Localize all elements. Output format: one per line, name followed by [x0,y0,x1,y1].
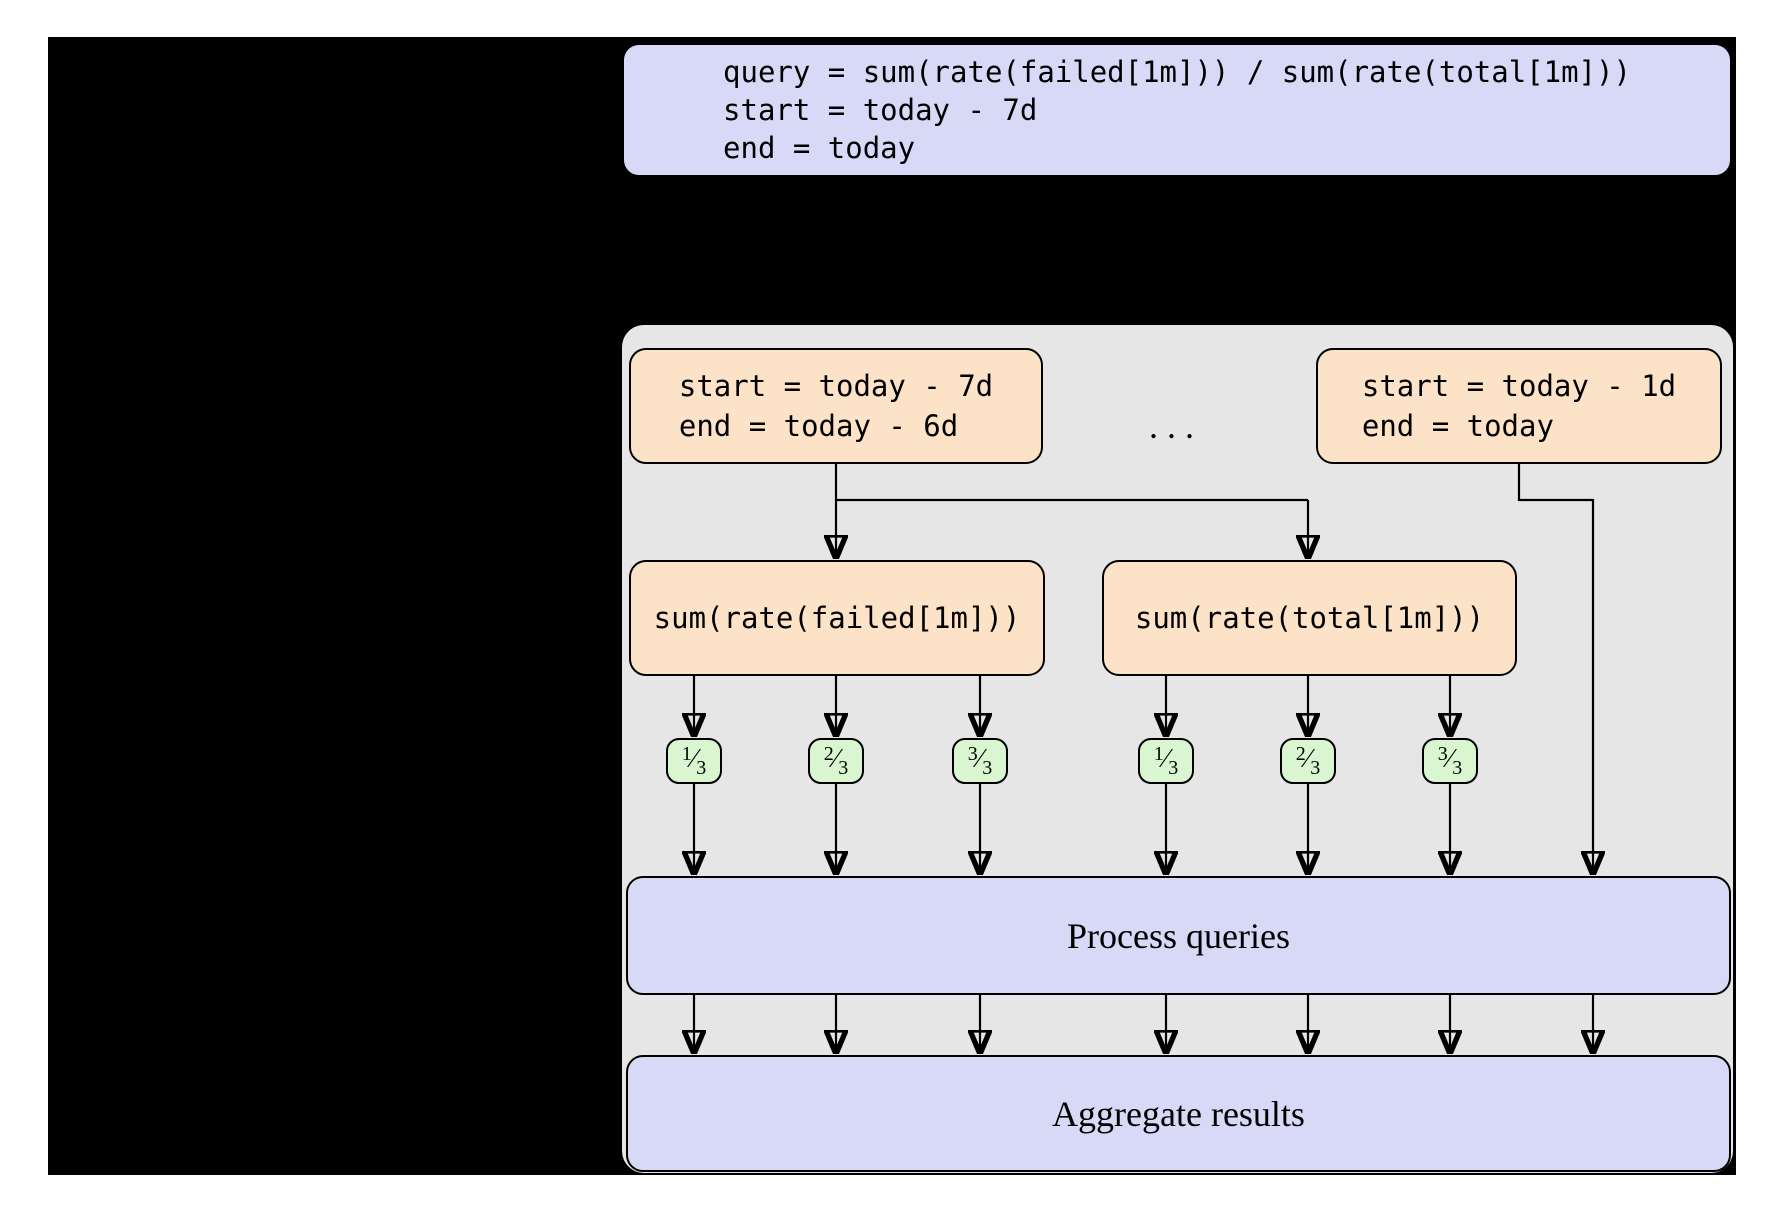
shard-fraction: 3⁄3 [1437,743,1463,779]
split-range-first-box: start = today - 7d end = today - 6d [629,348,1043,464]
splits-ellipsis: ... [1149,406,1203,446]
split-range-first-code: start = today - 7d end = today - 6d [679,366,993,446]
shard-fraction: 3⁄3 [967,743,993,779]
shard-fraction: 2⁄3 [1295,743,1321,779]
code-line-query: query = sum(rate(failed[1m])) / sum(rate… [723,55,1631,89]
subquery-failed-box: sum(rate(failed[1m])) [629,560,1045,676]
shard-box-total-1of3: 1⁄3 [1138,738,1194,784]
code-line-end: end = today [723,131,916,165]
process-queries-label: Process queries [1067,915,1290,956]
process-queries-box: Process queries [626,876,1731,995]
split-last-line1: start = today - 1d [1361,369,1677,403]
shard-box-total-2of3: 2⁄3 [1280,738,1336,784]
query-definition-box: query = sum(rate(failed[1m])) / sum(rate… [622,43,1732,177]
code-line-start: start = today - 7d [723,93,1038,127]
split-first-line1: start = today - 7d [678,369,994,403]
split-last-line2: end = today [1361,409,1554,443]
aggregate-results-label: Aggregate results [1052,1093,1305,1134]
shard-fraction: 2⁄3 [823,743,849,779]
split-range-last-box: start = today - 1d end = today [1316,348,1722,464]
split-first-line2: end = today - 6d [678,409,959,443]
shard-box-failed-2of3: 2⁄3 [808,738,864,784]
shard-box-failed-1of3: 1⁄3 [666,738,722,784]
shard-fraction: 1⁄3 [681,743,707,779]
subquery-total-label: sum(rate(total[1m])) [1134,601,1485,635]
subquery-failed-label: sum(rate(failed[1m])) [653,601,1021,635]
subquery-total-box: sum(rate(total[1m])) [1102,560,1517,676]
query-definition-code: query = sum(rate(failed[1m])) / sum(rate… [723,53,1631,167]
shard-fraction: 1⁄3 [1153,743,1179,779]
shard-box-total-3of3: 3⁄3 [1422,738,1478,784]
shard-box-failed-3of3: 3⁄3 [952,738,1008,784]
aggregate-results-box: Aggregate results [626,1055,1731,1172]
split-range-last-code: start = today - 1d end = today [1362,366,1676,446]
